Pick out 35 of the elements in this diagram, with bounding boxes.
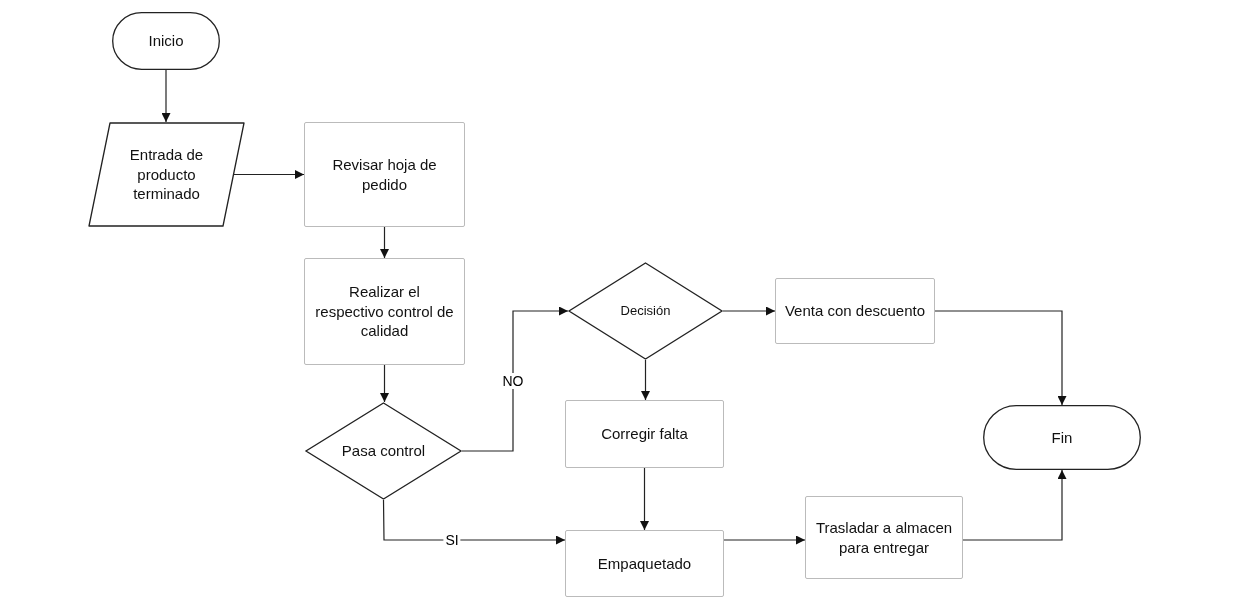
node-label: Fin: [1050, 427, 1074, 448]
process-box: [775, 278, 935, 344]
node-label: Empaquetado: [596, 553, 693, 574]
connector-arrow: [380, 226, 389, 259]
connector-arrow: [723, 535, 806, 545]
connector-arrow: [382, 499, 566, 545]
decision-diamond: [305, 402, 462, 500]
node-label: Decisión: [619, 302, 672, 320]
node-label: Revisar hoja de pedido: [331, 155, 438, 194]
connector-arrow: [161, 69, 171, 123]
process-box: [565, 400, 724, 468]
terminal-shape: [112, 12, 220, 70]
connector-arrow: [962, 469, 1067, 541]
process-box: [805, 496, 963, 579]
input-parallelogram: [88, 122, 245, 227]
node-label: Entrada de producto terminado: [128, 145, 205, 204]
node-label: Pasa control: [340, 441, 427, 461]
connector-arrow: [233, 170, 305, 179]
decision-diamond: [568, 262, 723, 360]
node-label: Venta con descuento: [783, 301, 927, 321]
edge-label: NO: [500, 373, 526, 389]
connector-arrow: [640, 467, 649, 531]
process-box: [565, 530, 724, 597]
node-label: Inicio: [147, 31, 185, 51]
connector-arrow: [461, 306, 569, 452]
connector-arrow: [641, 359, 650, 401]
node-label: Trasladar a almacen para entregar: [814, 518, 954, 557]
connector-arrow: [380, 364, 389, 403]
node-label: Corregir falta: [600, 424, 689, 444]
process-box: [304, 122, 465, 227]
connector-arrow: [722, 306, 776, 316]
node-label: Realizar el respectivo control de calidad: [314, 282, 455, 341]
connector-arrow: [934, 310, 1067, 406]
edge-label: SI: [443, 532, 461, 548]
process-box: [304, 258, 465, 365]
